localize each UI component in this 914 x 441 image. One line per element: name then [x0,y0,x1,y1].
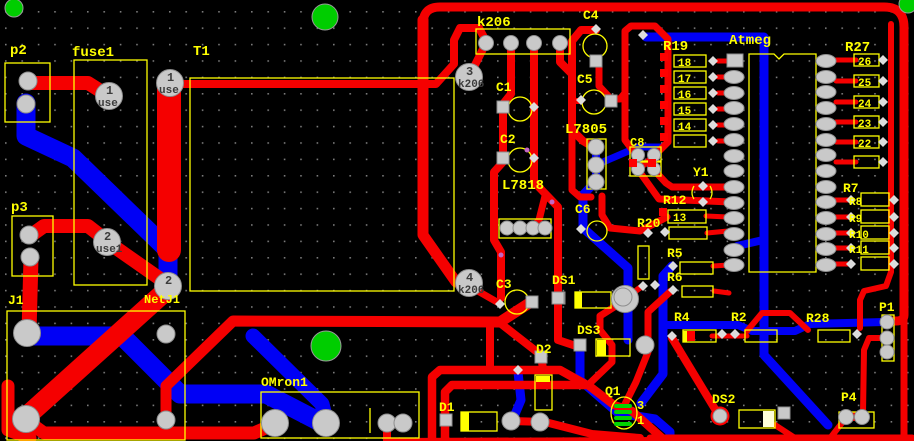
svg-text:R27: R27 [845,40,870,56]
svg-text:T1: T1 [193,44,210,60]
svg-text:2: 2 [165,274,172,288]
svg-text:R9: R9 [849,214,862,226]
svg-text:R5: R5 [667,246,683,261]
svg-text:Y1: Y1 [693,165,709,180]
svg-text:26: 26 [858,57,871,69]
svg-text:D2: D2 [536,342,552,357]
svg-text:24: 24 [858,99,872,111]
svg-text:R6: R6 [667,270,683,285]
svg-text:R12: R12 [663,193,687,208]
svg-text:Q1: Q1 [605,384,621,399]
svg-text:2: 2 [104,230,111,244]
svg-text:DS1: DS1 [552,273,576,288]
svg-text:DS3: DS3 [577,323,601,338]
svg-text:L7805: L7805 [565,122,607,138]
svg-text:25: 25 [858,78,872,90]
svg-text:C2: C2 [500,132,516,147]
svg-text:3: 3 [466,65,473,79]
svg-text:k206: k206 [458,79,484,91]
svg-text:use: use [159,85,179,97]
svg-text:k206: k206 [458,285,484,297]
svg-text:NetJ1: NetJ1 [144,293,180,307]
svg-text:18: 18 [678,58,692,70]
svg-text:C1: C1 [496,80,512,95]
svg-text:p2: p2 [10,43,27,59]
svg-text:C6: C6 [575,202,591,217]
svg-text:P1: P1 [879,300,895,315]
svg-text:D1: D1 [439,400,455,415]
svg-text:use1: use1 [96,244,123,256]
svg-text:DS2: DS2 [712,392,736,407]
svg-text:22: 22 [858,139,871,151]
svg-text:p3: p3 [11,200,28,216]
svg-text:R4: R4 [674,310,690,325]
svg-text:use: use [98,98,118,110]
svg-text:R11: R11 [849,245,869,257]
svg-text:1: 1 [637,414,644,428]
svg-text:OMron1: OMron1 [261,375,308,390]
svg-text:L7818: L7818 [502,178,544,194]
svg-text:C3: C3 [496,277,512,292]
svg-text:Atmeg: Atmeg [729,33,771,49]
svg-text:3: 3 [637,399,644,413]
svg-text:C4: C4 [583,8,599,23]
svg-text:R2: R2 [731,310,747,325]
svg-text:R8: R8 [849,197,863,209]
svg-text:R7: R7 [843,181,859,196]
svg-text:1: 1 [167,71,174,85]
svg-text:15: 15 [678,106,692,118]
svg-text:1: 1 [106,84,113,98]
svg-text:C5: C5 [577,72,593,87]
svg-text:14: 14 [678,122,692,134]
svg-text:P4: P4 [841,390,857,405]
svg-text:R28: R28 [806,311,830,326]
svg-text:16: 16 [678,90,691,102]
svg-text:R20: R20 [637,216,661,231]
svg-text:J1: J1 [8,293,24,308]
svg-text:17: 17 [678,74,691,86]
svg-text:k206: k206 [477,15,511,31]
svg-text:4: 4 [466,271,473,285]
svg-text:R19: R19 [663,39,688,55]
svg-text:fuse1: fuse1 [72,45,114,61]
svg-text:R10: R10 [849,230,869,242]
svg-text:13: 13 [673,213,687,225]
svg-text:C8: C8 [630,136,644,150]
svg-text:23: 23 [858,119,872,131]
